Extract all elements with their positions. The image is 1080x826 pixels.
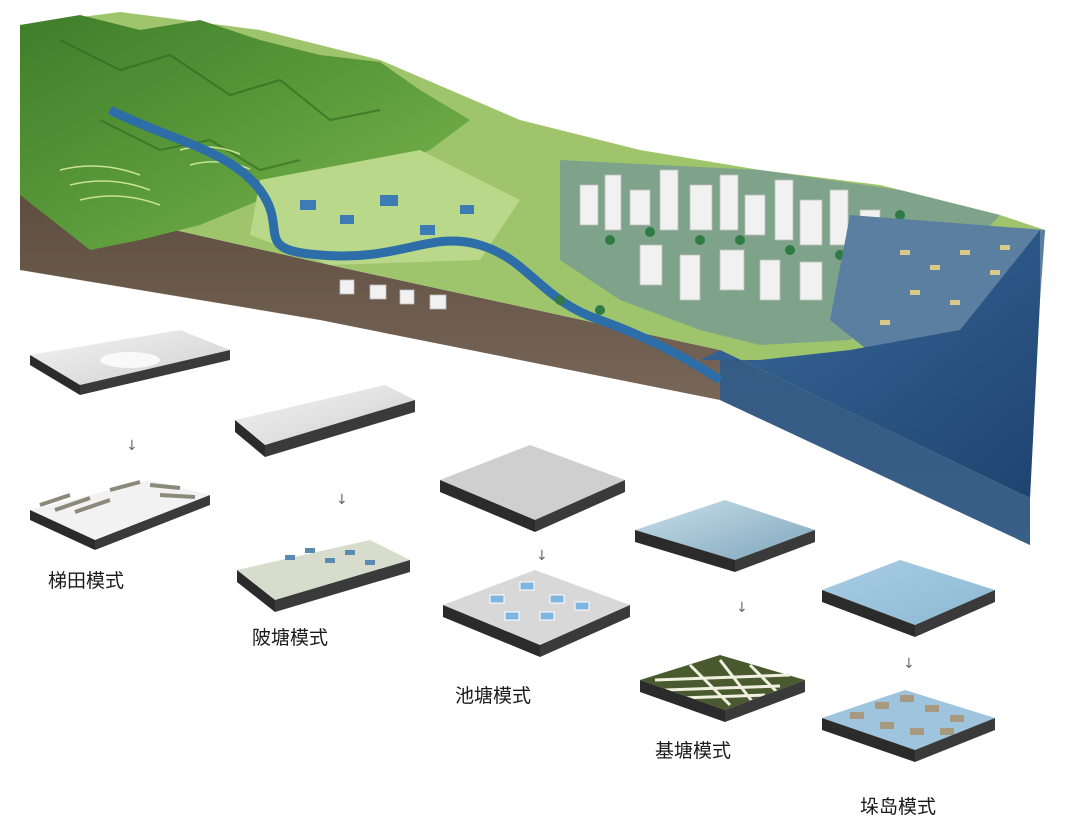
arrow-down-icon: ↓: [536, 548, 548, 564]
terrace-model-label: 梯田模式: [48, 570, 125, 592]
pond-model-bottom: [443, 570, 630, 657]
islet-marks: [880, 245, 1010, 325]
islet-model-bottom: [822, 690, 995, 762]
pond-model-label: 池塘模式: [455, 685, 532, 707]
farm-ponds: [300, 195, 474, 235]
arrow-down-icon: ↓: [903, 656, 915, 672]
farmland: [250, 150, 520, 265]
landscape-block: [20, 12, 1045, 545]
islet-model-top: [822, 560, 995, 637]
river: [107, 105, 723, 384]
mountain-ridge: [59, 39, 381, 172]
sea: [700, 230, 1040, 498]
trees: [555, 210, 905, 315]
arrow-down-icon: ↓: [336, 492, 348, 508]
islet-model-label: 垛岛模式: [860, 796, 937, 818]
slope-pond-model-bottom: [237, 540, 410, 612]
sea-section: [720, 350, 1030, 545]
city-buildings: [339, 169, 881, 310]
soil-section: [20, 195, 1030, 545]
slope-pond-model-label: 陂塘模式: [252, 627, 329, 649]
terrace-model-top: [30, 330, 230, 395]
slope-pond-model-top: [235, 385, 415, 457]
pond-model-top: [440, 445, 625, 532]
dike-pond-model-label: 基塘模式: [655, 740, 732, 762]
terrace-lines: [59, 146, 251, 206]
dike-pond-model-bottom: [640, 655, 805, 722]
terrace-model-bottom: [30, 480, 210, 550]
dike-pond-model-top: [635, 500, 815, 572]
arrow-down-icon: ↓: [736, 600, 748, 616]
mountain-range: [20, 15, 470, 250]
arrow-down-icon: ↓: [126, 438, 138, 454]
